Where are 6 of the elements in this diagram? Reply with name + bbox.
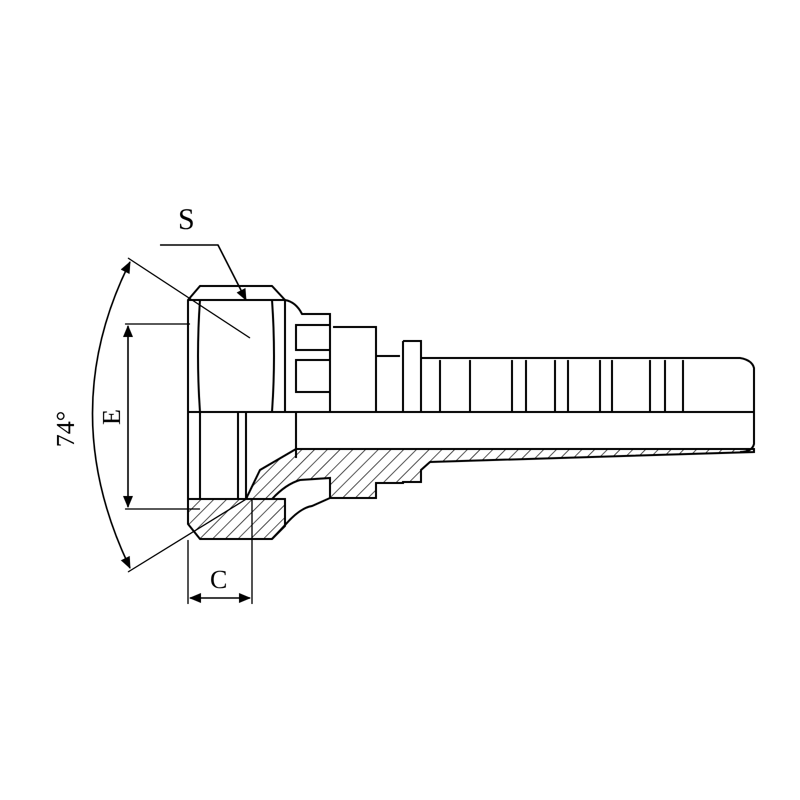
dimension-label: 74° bbox=[50, 410, 82, 448]
hex-nut-drawing bbox=[187, 285, 286, 540]
dimension-label: E bbox=[96, 409, 127, 425]
leader-line bbox=[160, 244, 247, 301]
dimension-label: C bbox=[210, 564, 228, 596]
dimension-symbol: S bbox=[178, 203, 195, 237]
